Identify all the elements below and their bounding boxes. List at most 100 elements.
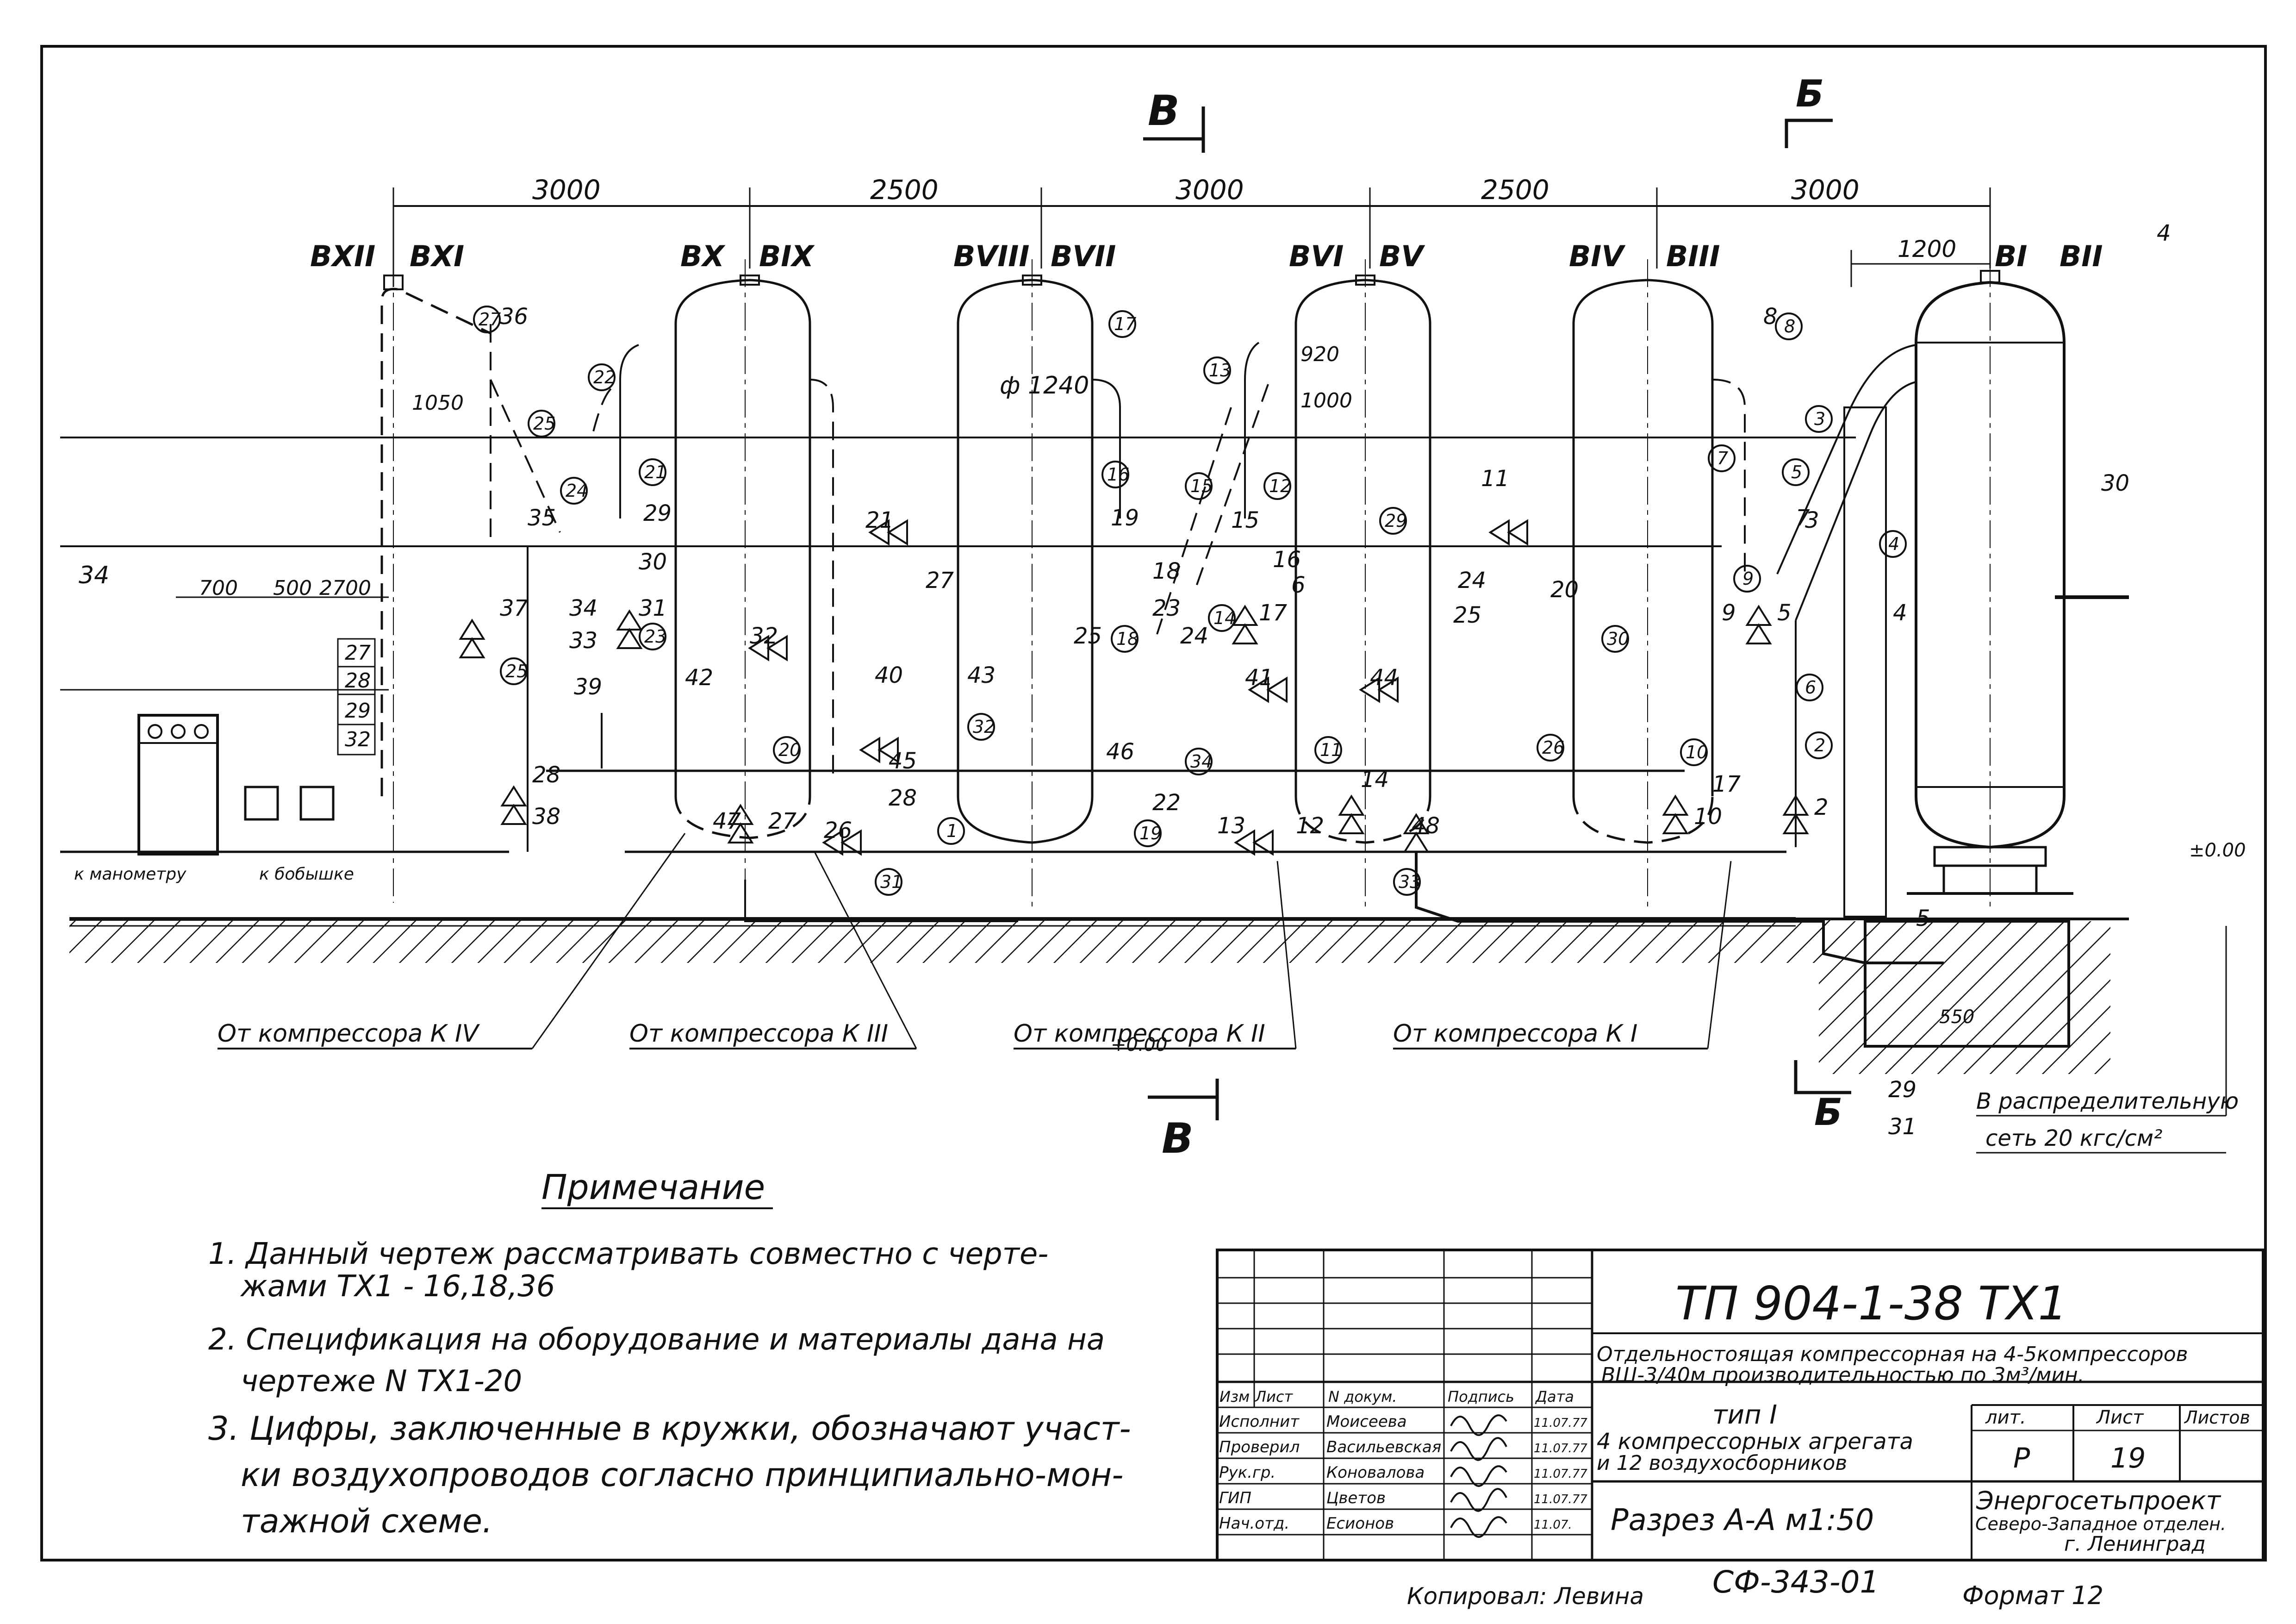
title-block: Изм Лист N докум. Подпись Дата Исполнит … — [1216, 1249, 2265, 1562]
svg-text:22: 22 — [593, 367, 616, 387]
tb-org-2: Северо-Западное отделен. — [1975, 1514, 2226, 1534]
pit-label-5: 5 — [1916, 906, 1930, 931]
svg-text:30: 30 — [1607, 629, 1629, 649]
item-num-3: 34 — [569, 595, 597, 621]
item-num-48: 2 — [1814, 794, 1829, 820]
tb-desc-2: ВШ-3/40м производительностью по 3м³/мин. — [1601, 1363, 2084, 1387]
circled-16: 15 — [1185, 472, 1213, 500]
note-line-1: жами ТХ1 - 16,18,36 — [240, 1269, 555, 1304]
dim-2: 3000 — [1176, 174, 1244, 206]
compressor-label-2: От компрессора К II — [1014, 1020, 1265, 1048]
stack-1: 28 — [345, 669, 371, 693]
item-num-33: 24 — [1458, 568, 1486, 593]
item-34-label: 34 — [79, 562, 109, 589]
circled-1: 25 — [528, 410, 555, 437]
to-boss: к бобышке — [259, 865, 354, 884]
receiver-big — [1907, 259, 2129, 907]
circled-5: 23 — [639, 623, 666, 650]
section-beta-bottom: Б — [1814, 1091, 1842, 1134]
item-num-10: 31 — [639, 595, 667, 621]
svg-text:12: 12 — [1269, 476, 1291, 496]
compressor-labels: От компрессора К IV От компрессора К III… — [218, 833, 1732, 1049]
circled-31: 6 — [1796, 674, 1823, 701]
item-num-28: 13 — [1217, 813, 1245, 839]
item-num-32: 11 — [1481, 466, 1509, 492]
footer-copied: Копировал: Левина — [1407, 1583, 1644, 1610]
circled-10: 18 — [1111, 625, 1139, 653]
outer-frame — [40, 45, 2267, 1562]
dim-2700: 2700 — [319, 576, 371, 600]
svg-text:34: 34 — [1190, 751, 1213, 772]
circled-27: 3 — [1805, 405, 1833, 433]
item-num-23: 23 — [1152, 595, 1181, 621]
item-numbers: 36 35 37 34 33 39 28 38 30 29 31 42 32 4… — [500, 220, 2171, 843]
tb-date-4: 11.07. — [1534, 1518, 1572, 1532]
notes: Примечание 1. Данный чертеж рассматриват… — [208, 1168, 1131, 1540]
pit-label-31: 31 — [1888, 1114, 1916, 1140]
svg-text:2: 2 — [1814, 735, 1825, 756]
item-num-36: 41 — [1245, 665, 1273, 691]
svg-text:6: 6 — [1805, 677, 1816, 698]
circled-8: 17 — [1108, 310, 1136, 338]
item-num-46: 5 — [1777, 600, 1792, 626]
compressor-label-0: От компрессора К IV — [218, 1020, 480, 1048]
compressor-label-3: От компрессора К I — [1393, 1020, 1637, 1048]
item-num-53: 4 — [2157, 220, 2171, 246]
pit-label-29: 29 — [1888, 1077, 1916, 1103]
tb-sheet-h: Лист — [2096, 1407, 2144, 1428]
dim-3: 2500 — [1481, 174, 1549, 206]
tb-date-2: 11.07.77 — [1534, 1467, 1587, 1481]
distribution-line-2: сеть 20 кгс/см² — [1985, 1125, 2162, 1151]
dim-550: 550 — [1939, 1006, 1974, 1028]
svg-text:21: 21 — [644, 462, 666, 482]
item-num-15: 26 — [824, 818, 852, 843]
item-num-4: 33 — [569, 628, 597, 654]
note-heading: Примечание — [541, 1168, 765, 1207]
item-num-38: 17 — [1259, 600, 1288, 626]
zero-a: +0.00 — [1111, 1034, 1168, 1056]
svg-text:19: 19 — [1139, 823, 1162, 843]
circled-6: 25 — [500, 657, 528, 685]
circled-7: 20 — [773, 736, 801, 764]
receiver-label-11: ВII — [2060, 239, 2103, 273]
circled-17: 12 — [1263, 472, 1291, 500]
item-num-11: 42 — [685, 665, 713, 691]
item-num-27: 22 — [1152, 790, 1181, 816]
item-num-40: 15 — [1231, 507, 1259, 533]
receivers — [380, 259, 2129, 907]
item-num-44: 3 — [1805, 507, 1819, 533]
distribution-line-1: В распределительную — [1976, 1088, 2239, 1114]
item-num-35: 6 — [1291, 572, 1306, 598]
tb-sub-1: 4 компрессорных агрегата — [1597, 1429, 1913, 1455]
tb-name-3: Цветов — [1326, 1489, 1386, 1507]
circled-numbers: 27 25 22 24 21 23 25 20 17 16 18 32 1 19… — [473, 306, 1907, 896]
item-num-42: 20 — [1550, 577, 1579, 603]
compressor-label-1: От компрессора К III — [629, 1020, 888, 1048]
item-num-14: 27 — [768, 808, 797, 834]
tb-role-3: ГИП — [1219, 1489, 1251, 1507]
svg-text:32: 32 — [973, 717, 995, 737]
tb-name-4: Есионов — [1326, 1514, 1394, 1533]
dim-500: 500 — [273, 576, 312, 600]
receiver-label-4: ВVIII — [953, 239, 1029, 273]
item-num-34: 25 — [1453, 602, 1481, 628]
svg-text:1: 1 — [946, 821, 958, 841]
item-num-8: 30 — [639, 549, 667, 575]
circled-9: 16 — [1101, 461, 1129, 488]
to-manometer: к манометру — [74, 865, 187, 884]
note-line-4: 3. Цифры, заключенные в кружки, обознача… — [208, 1410, 1131, 1448]
tb-date-3: 11.07.77 — [1534, 1493, 1587, 1506]
receiver-label-5: ВVII — [1051, 239, 1116, 273]
receiver-label-9: ВIII — [1666, 239, 1720, 273]
item-num-43: 7 — [1796, 505, 1810, 531]
receiver-label-6: ВVI — [1289, 239, 1344, 273]
circled-4: 21 — [639, 458, 666, 486]
receiver-pair-1 — [380, 259, 811, 903]
section-beta-top: Б — [1796, 72, 1824, 115]
item-num-19: 27 — [926, 568, 954, 593]
svg-text:31: 31 — [880, 872, 902, 892]
section-b-top: В — [1148, 87, 1180, 135]
svg-text:3: 3 — [1814, 409, 1825, 429]
dim-0: 3000 — [532, 174, 601, 206]
tb-section: Разрез А-А м1:50 — [1611, 1503, 1874, 1537]
